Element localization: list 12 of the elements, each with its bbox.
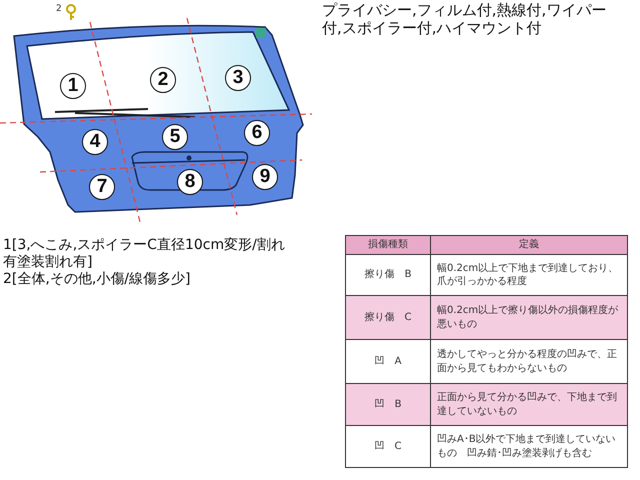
header-cell: 損傷種類 <box>345 235 431 255</box>
header-cell: 定義 <box>430 235 628 255</box>
table-cell: 擦り傷 C <box>345 295 431 340</box>
marker-number: 2 <box>56 4 62 14</box>
equipment-note: プライバシー,フィルム付,熱線付,ワイパー付,スポイラー付,ハイマウント付 <box>322 1 608 37</box>
damage-note: 2[全体,その他,小傷/線傷多少] <box>3 271 192 288</box>
table-cell: 凹みA･B以外で下地まで到達していないもの 凹み錆･凹み塗装剥げも含む <box>430 425 628 468</box>
damage-note: 1[3,へこみ,スポイラーC直径10cm変形/割れ有塗装割れ有] <box>3 237 286 271</box>
table-cell: 凹 C <box>345 425 431 468</box>
table-cell: 凹 B <box>345 383 431 426</box>
table-cell: 正面から見て分かる凹みで、下地まで到達していないもの <box>430 383 628 426</box>
table-cell: 幅0.2cm以上で擦り傷以外の損傷程度が悪いもの <box>430 295 628 340</box>
